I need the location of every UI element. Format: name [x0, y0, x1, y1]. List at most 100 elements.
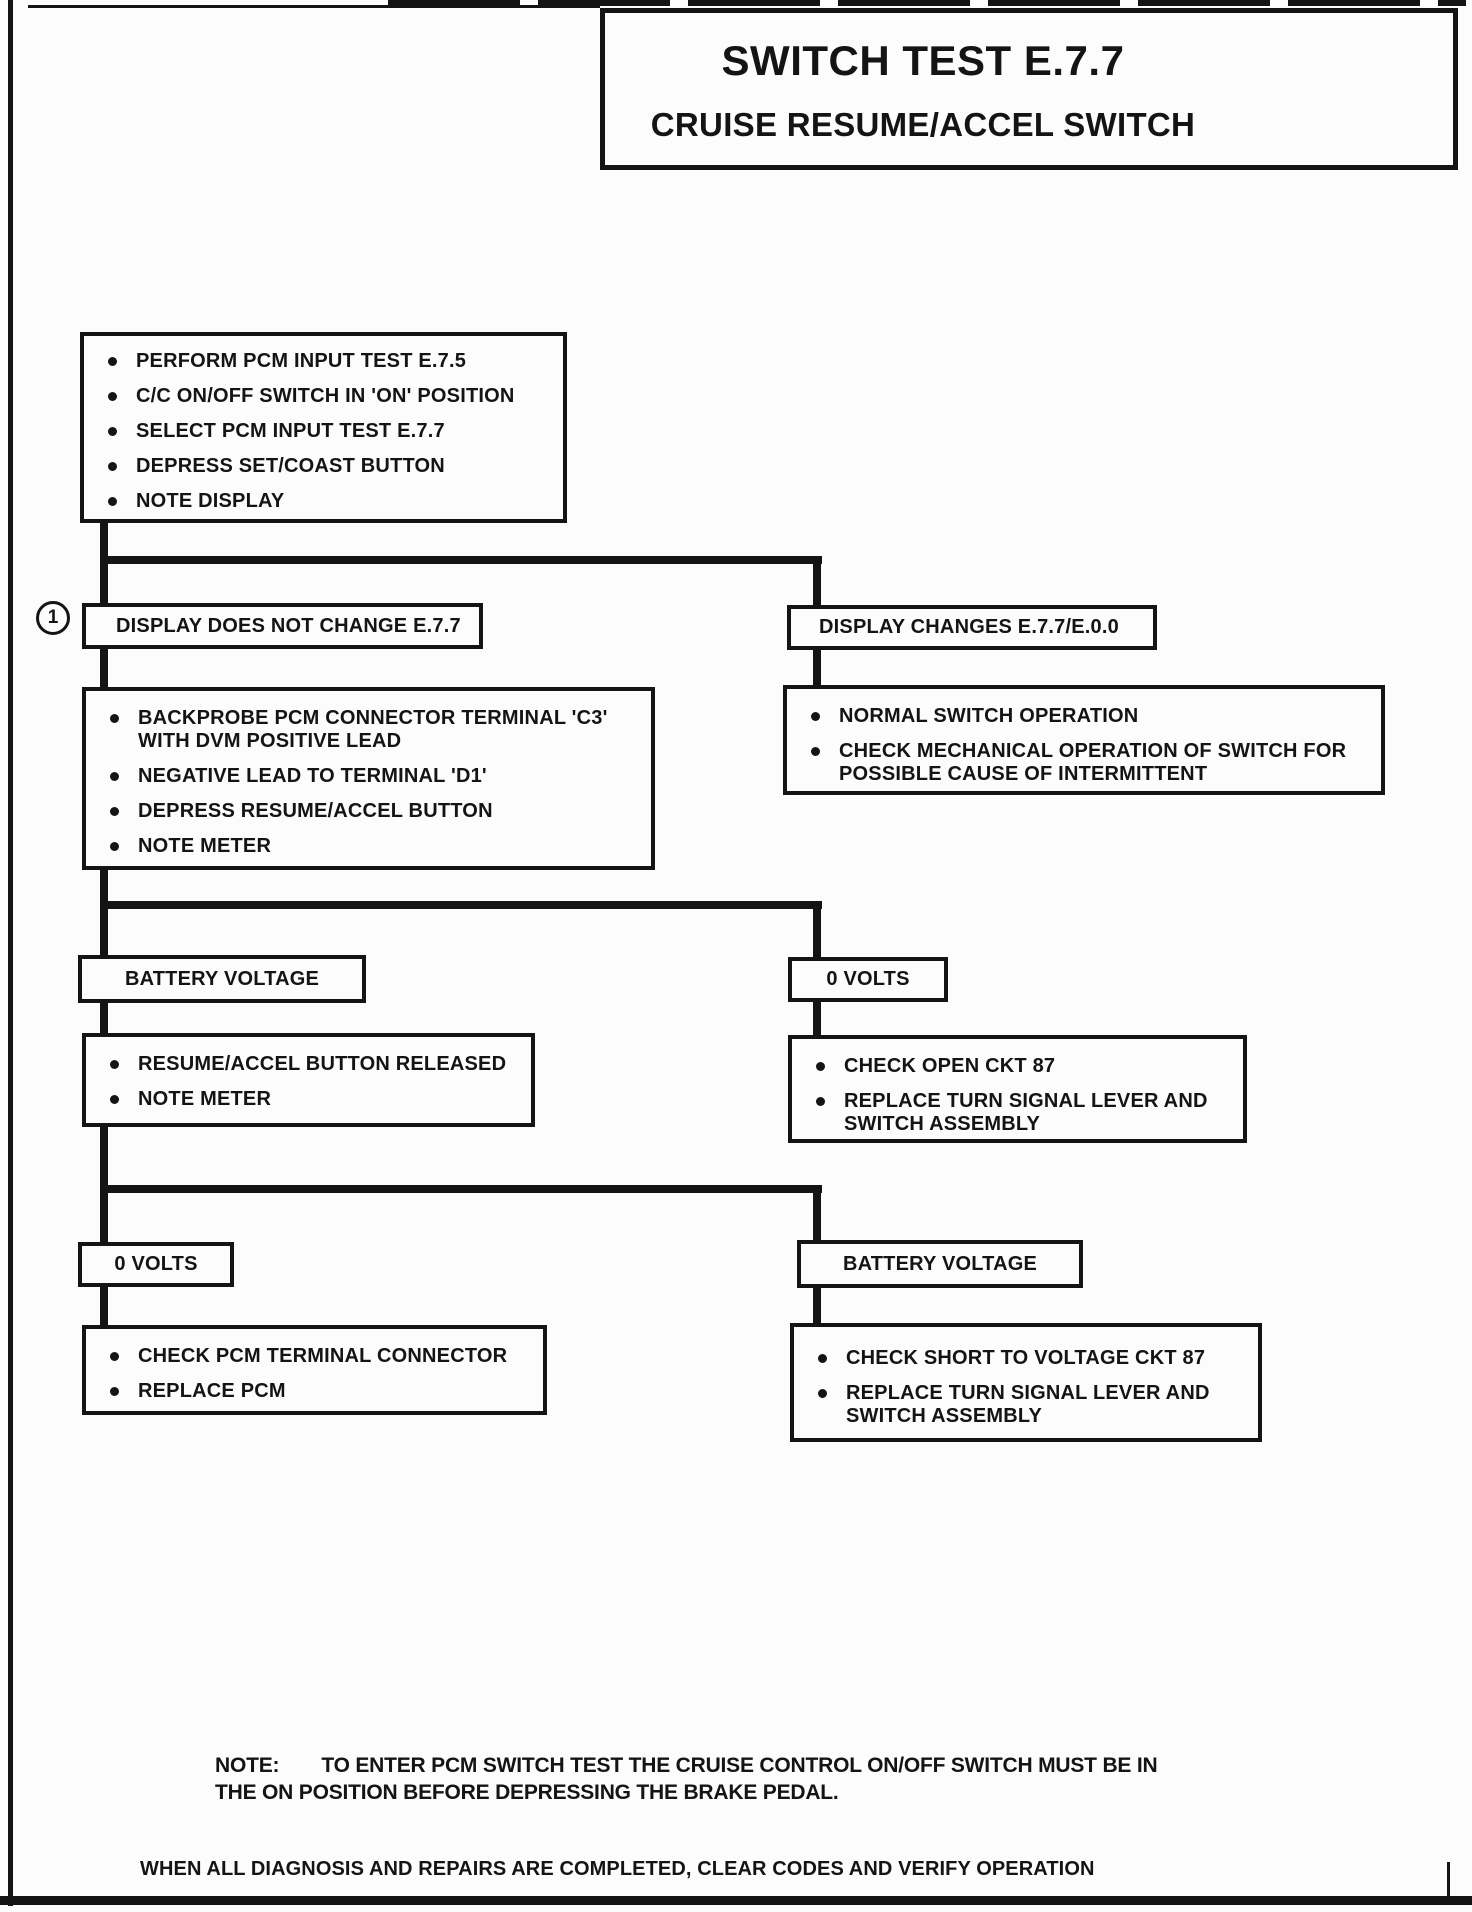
- note-text-line2: THE ON POSITION BEFORE DEPRESSING THE BR…: [215, 1781, 839, 1804]
- step-marker-number: 1: [47, 607, 59, 628]
- result-box-display-changes: DISPLAY CHANGES E.7.7/E.0.0: [787, 605, 1157, 650]
- list-item-text: CHECK SHORT TO VOLTAGE CKT 87: [846, 1347, 1206, 1369]
- list-item-text: DEPRESS RESUME/ACCEL BUTTON: [138, 800, 493, 822]
- bullet-icon: [811, 712, 820, 721]
- list-item: DEPRESS SET/COAST BUTTON: [108, 455, 563, 478]
- bullet-icon: [110, 1095, 119, 1104]
- note-block: NOTE: TO ENTER PCM SWITCH TEST THE CRUIS…: [215, 1752, 1275, 1806]
- connector-line: [100, 901, 822, 909]
- connector-line: [813, 556, 821, 610]
- connector-line: [813, 648, 821, 690]
- action-box-check-short: CHECK SHORT TO VOLTAGE CKT 87 REPLACE TU…: [790, 1323, 1262, 1442]
- start-steps-box: PERFORM PCM INPUT TEST E.7.5 C/C ON/OFF …: [80, 332, 567, 523]
- page-left-border: [8, 0, 13, 1906]
- list-item-text: NOTE METER: [138, 835, 272, 857]
- connector-line: [100, 1000, 108, 1036]
- list-item-text: REPLACE TURN SIGNAL LEVER AND SWITCH ASS…: [846, 1382, 1210, 1427]
- list-item-text: PERFORM PCM INPUT TEST E.7.5: [136, 350, 467, 372]
- connector-line: [100, 646, 108, 691]
- list-item: NOTE DISPLAY: [108, 490, 563, 513]
- list-item-text: BACKPROBE PCM CONNECTOR TERMINAL 'C3' WI…: [138, 707, 608, 752]
- connector-line: [100, 521, 108, 563]
- list-item: BACKPROBE PCM CONNECTOR TERMINAL 'C3' WI…: [110, 707, 628, 753]
- list-item-text: REPLACE PCM: [138, 1380, 286, 1402]
- list-item: DEPRESS RESUME/ACCEL BUTTON: [110, 800, 628, 823]
- bullet-icon: [816, 1097, 825, 1106]
- page-top-border-dashes: [388, 0, 1466, 6]
- list-item: CHECK MECHANICAL OPERATION OF SWITCH FOR…: [811, 740, 1369, 786]
- list-item-text: REPLACE TURN SIGNAL LEVER AND SWITCH ASS…: [844, 1090, 1208, 1135]
- connector-line: [100, 1185, 822, 1193]
- result-label: 0 VOLTS: [114, 1253, 198, 1275]
- bullet-icon: [108, 427, 117, 436]
- list-item: CHECK SHORT TO VOLTAGE CKT 87: [818, 1347, 1226, 1370]
- page-title: SWITCH TEST E.7.7: [721, 37, 1125, 84]
- list-item-text: NOTE DISPLAY: [136, 490, 285, 512]
- result-label: 0 VOLTS: [826, 968, 910, 990]
- list-item-text: CHECK MECHANICAL OPERATION OF SWITCH FOR…: [839, 740, 1347, 785]
- step-marker-circle: 1: [36, 601, 70, 635]
- title-box: SWITCH TEST E.7.7 CRUISE RESUME/ACCEL SW…: [600, 8, 1458, 170]
- connector-line: [813, 901, 821, 961]
- connector-line: [813, 1286, 821, 1326]
- bullet-icon: [108, 357, 117, 366]
- result-box-0-volts: 0 VOLTS: [788, 957, 948, 1002]
- scan-artifact: [1447, 1862, 1450, 1898]
- list-item: CHECK PCM TERMINAL CONNECTOR: [110, 1345, 543, 1368]
- bullet-icon: [110, 772, 119, 781]
- list-item-text: NORMAL SWITCH OPERATION: [839, 705, 1139, 727]
- bullet-icon: [811, 747, 820, 756]
- list-item: REPLACE TURN SIGNAL LEVER AND SWITCH ASS…: [816, 1090, 1218, 1136]
- result-label: DISPLAY CHANGES E.7.7/E.0.0: [819, 616, 1119, 638]
- list-item: RESUME/ACCEL BUTTON RELEASED: [110, 1053, 531, 1076]
- bullet-icon: [110, 714, 119, 723]
- bullet-icon: [110, 1060, 119, 1069]
- result-box-0-volts-2: 0 VOLTS: [78, 1242, 234, 1287]
- action-box-backprobe: BACKPROBE PCM CONNECTOR TERMINAL 'C3' WI…: [82, 687, 655, 870]
- action-box-button-released: RESUME/ACCEL BUTTON RELEASED NOTE METER: [82, 1033, 535, 1127]
- result-box-battery-voltage: BATTERY VOLTAGE: [78, 955, 366, 1003]
- result-label: BATTERY VOLTAGE: [842, 1252, 1038, 1275]
- connector-line: [813, 1185, 821, 1244]
- bullet-icon: [108, 462, 117, 471]
- result-box-battery-voltage-2: BATTERY VOLTAGE: [797, 1240, 1083, 1288]
- note-label: NOTE:: [215, 1754, 280, 1777]
- bullet-icon: [110, 1387, 119, 1396]
- bullet-icon: [816, 1062, 825, 1071]
- bullet-icon: [110, 807, 119, 816]
- connector-line: [100, 1284, 108, 1328]
- list-item: REPLACE PCM: [110, 1380, 543, 1403]
- list-item: C/C ON/OFF SWITCH IN 'ON' POSITION: [108, 385, 563, 408]
- connector-line: [100, 556, 108, 608]
- list-item: NORMAL SWITCH OPERATION: [811, 705, 1369, 728]
- list-item-text: SELECT PCM INPUT TEST E.7.7: [136, 420, 445, 442]
- list-item: NOTE METER: [110, 1088, 531, 1111]
- result-box-display-does-not-change: DISPLAY DOES NOT CHANGE E.7.7: [82, 603, 483, 649]
- bullet-icon: [110, 1352, 119, 1361]
- bullet-icon: [108, 497, 117, 506]
- connector-line: [100, 901, 108, 959]
- list-item-text: CHECK PCM TERMINAL CONNECTOR: [138, 1345, 508, 1367]
- list-item: NOTE METER: [110, 835, 628, 858]
- list-item-text: CHECK OPEN CKT 87: [844, 1055, 1056, 1077]
- action-box-check-open-ckt: CHECK OPEN CKT 87 REPLACE TURN SIGNAL LE…: [788, 1035, 1247, 1143]
- list-item: NEGATIVE LEAD TO TERMINAL 'D1': [110, 765, 628, 788]
- connector-line: [100, 1185, 108, 1246]
- list-item-text: NOTE METER: [138, 1088, 272, 1110]
- action-box-check-pcm: CHECK PCM TERMINAL CONNECTOR REPLACE PCM: [82, 1325, 547, 1415]
- list-item-text: DEPRESS SET/COAST BUTTON: [136, 455, 445, 477]
- page-top-border: [28, 5, 600, 8]
- list-item-text: RESUME/ACCEL BUTTON RELEASED: [138, 1053, 507, 1075]
- connector-line: [100, 1125, 108, 1189]
- list-item: PERFORM PCM INPUT TEST E.7.5: [108, 350, 563, 373]
- list-item: REPLACE TURN SIGNAL LEVER AND SWITCH ASS…: [818, 1382, 1226, 1428]
- list-item: SELECT PCM INPUT TEST E.7.7: [108, 420, 563, 443]
- bullet-icon: [108, 392, 117, 401]
- bullet-icon: [818, 1389, 827, 1398]
- page-bottom-border: [0, 1896, 1472, 1905]
- list-item: CHECK OPEN CKT 87: [816, 1055, 1218, 1078]
- footer-instruction: WHEN ALL DIAGNOSIS AND REPAIRS ARE COMPL…: [140, 1858, 1095, 1880]
- result-label: DISPLAY DOES NOT CHANGE E.7.7: [116, 614, 461, 637]
- result-label: BATTERY VOLTAGE: [124, 967, 320, 990]
